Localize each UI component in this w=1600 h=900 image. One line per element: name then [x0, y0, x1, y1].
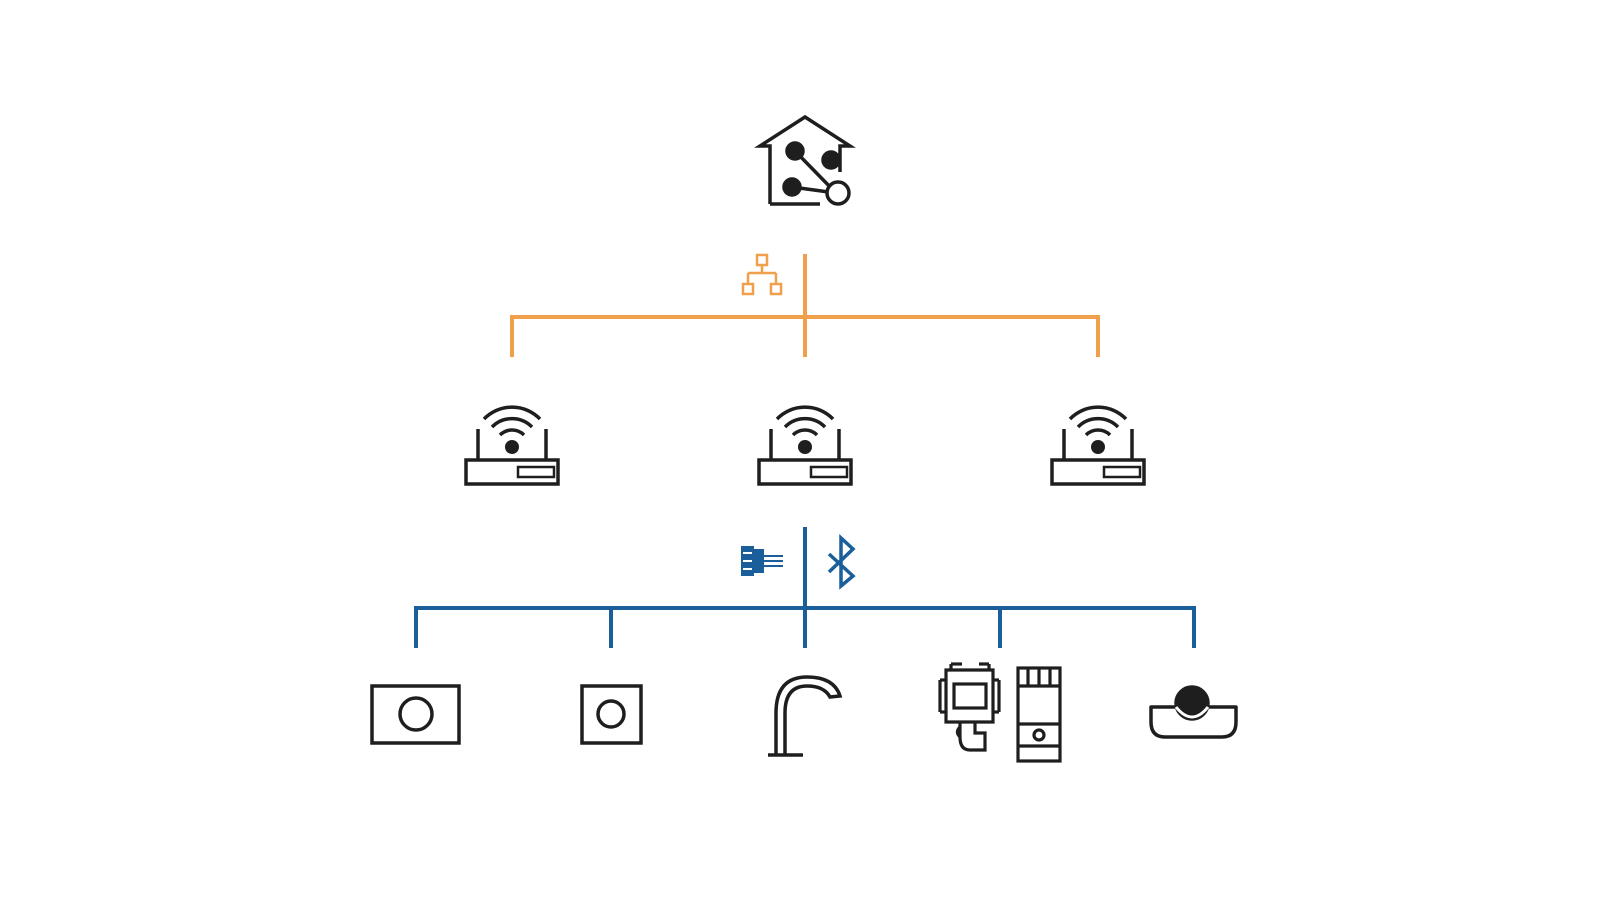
installation-module-icon [938, 662, 1062, 763]
square-flush-button-icon [580, 684, 643, 745]
gateway-row [464, 405, 1146, 486]
faucet-icon [768, 675, 843, 757]
wifi-router-icon [1050, 405, 1146, 486]
bluetooth-icon [827, 534, 856, 590]
smart-home-hub-icon [754, 114, 856, 206]
sink-bowl-icon [1149, 685, 1238, 739]
cable-connector-icon [741, 546, 783, 576]
wifi-router-icon [464, 405, 560, 486]
wide-flush-button-icon [370, 684, 461, 745]
network-topology-icon [741, 253, 783, 296]
lan-bus [510, 254, 1100, 357]
wifi-router-icon [757, 405, 853, 486]
local-bus [414, 527, 1196, 648]
